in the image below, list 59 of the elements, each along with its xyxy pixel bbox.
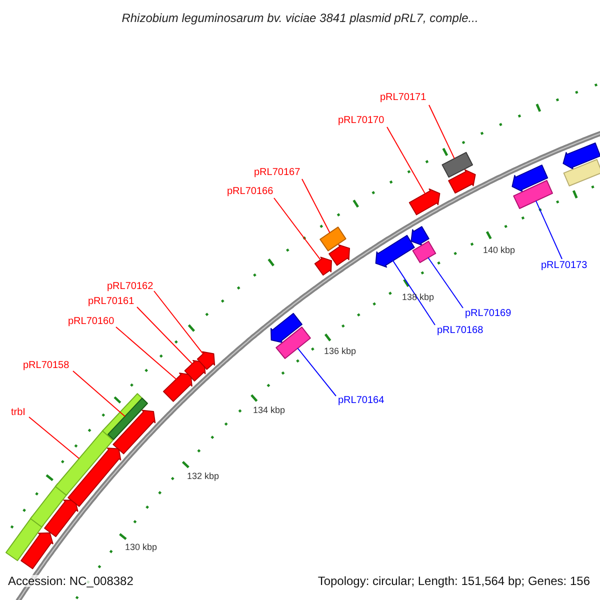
gene-block: [108, 398, 148, 440]
title: Rhizobium leguminosarum bv. viciae 3841 plasmid pRL7, comple...: [120, 12, 480, 24]
gene-label: pRL70170: [338, 115, 384, 127]
gene-label: pRL70171: [380, 92, 426, 104]
gene-symbol: [68, 448, 122, 507]
gene-block: [513, 180, 553, 209]
leader-line: [72, 370, 126, 417]
scale-label: 132 kbp: [187, 470, 220, 482]
gene-label: pRL70167: [254, 167, 300, 179]
gene-block: [442, 152, 473, 178]
gene-label: pRL70166: [227, 186, 274, 198]
gene-symbol: [270, 312, 302, 343]
accession-text: Accession: NC_008382: [8, 575, 134, 587]
gene-symbol: [20, 532, 54, 570]
leader-line: [136, 306, 193, 365]
gene-symbol: [196, 351, 216, 370]
leader-line: [302, 178, 330, 234]
leader-line: [428, 104, 455, 160]
gene-symbol: [44, 500, 78, 538]
gene-label: pRL70161: [88, 296, 134, 308]
gene-symbol: [512, 164, 548, 192]
gene-label: pRL70168: [437, 325, 484, 337]
gene-symbol: [408, 188, 440, 216]
gene-block: [276, 326, 311, 359]
scale-label: 136 kbp: [324, 345, 356, 357]
gene-block: [412, 240, 436, 264]
gene-block: [563, 159, 600, 186]
scale-label: 140 kbp: [483, 244, 516, 256]
gene-label: pRL70164: [338, 395, 384, 407]
leader-line: [154, 290, 204, 355]
leader-line: [274, 198, 322, 260]
gene-symbol: [314, 256, 332, 276]
scale-label: 130 kbp: [125, 541, 158, 553]
scale-label: 134 kbp: [253, 404, 286, 416]
gene-block: [320, 226, 346, 252]
gene-label: pRL70160: [68, 316, 114, 328]
gene-symbol: [184, 360, 206, 382]
scale-label: 138 kbp: [402, 291, 434, 303]
summary-text: Topology: circular; Length: 151,564 bp; Genes: 156: [318, 575, 590, 587]
leader-line: [116, 326, 177, 380]
gene-block: [6, 516, 44, 562]
gene-symbol: [375, 234, 415, 268]
gene-label: pRL70173: [541, 260, 588, 272]
gene-label: pRL70158: [23, 360, 70, 372]
gene-block: [54, 430, 114, 496]
gene-label: pRL70169: [465, 308, 512, 320]
leader-line: [386, 126, 426, 194]
gene-label: trbI: [11, 407, 26, 419]
leader-line: [535, 200, 562, 260]
gene-symbol: [328, 244, 350, 266]
gene-symbol: [112, 410, 156, 454]
leader-line: [297, 348, 336, 396]
gene-block: [102, 393, 148, 441]
gene-symbol: [410, 226, 430, 246]
leader-line: [392, 260, 436, 326]
gene-symbol: [448, 169, 476, 194]
gene-symbol: [163, 372, 192, 402]
gene-label: pRL70162: [107, 281, 154, 293]
gene-symbol: [562, 142, 600, 170]
